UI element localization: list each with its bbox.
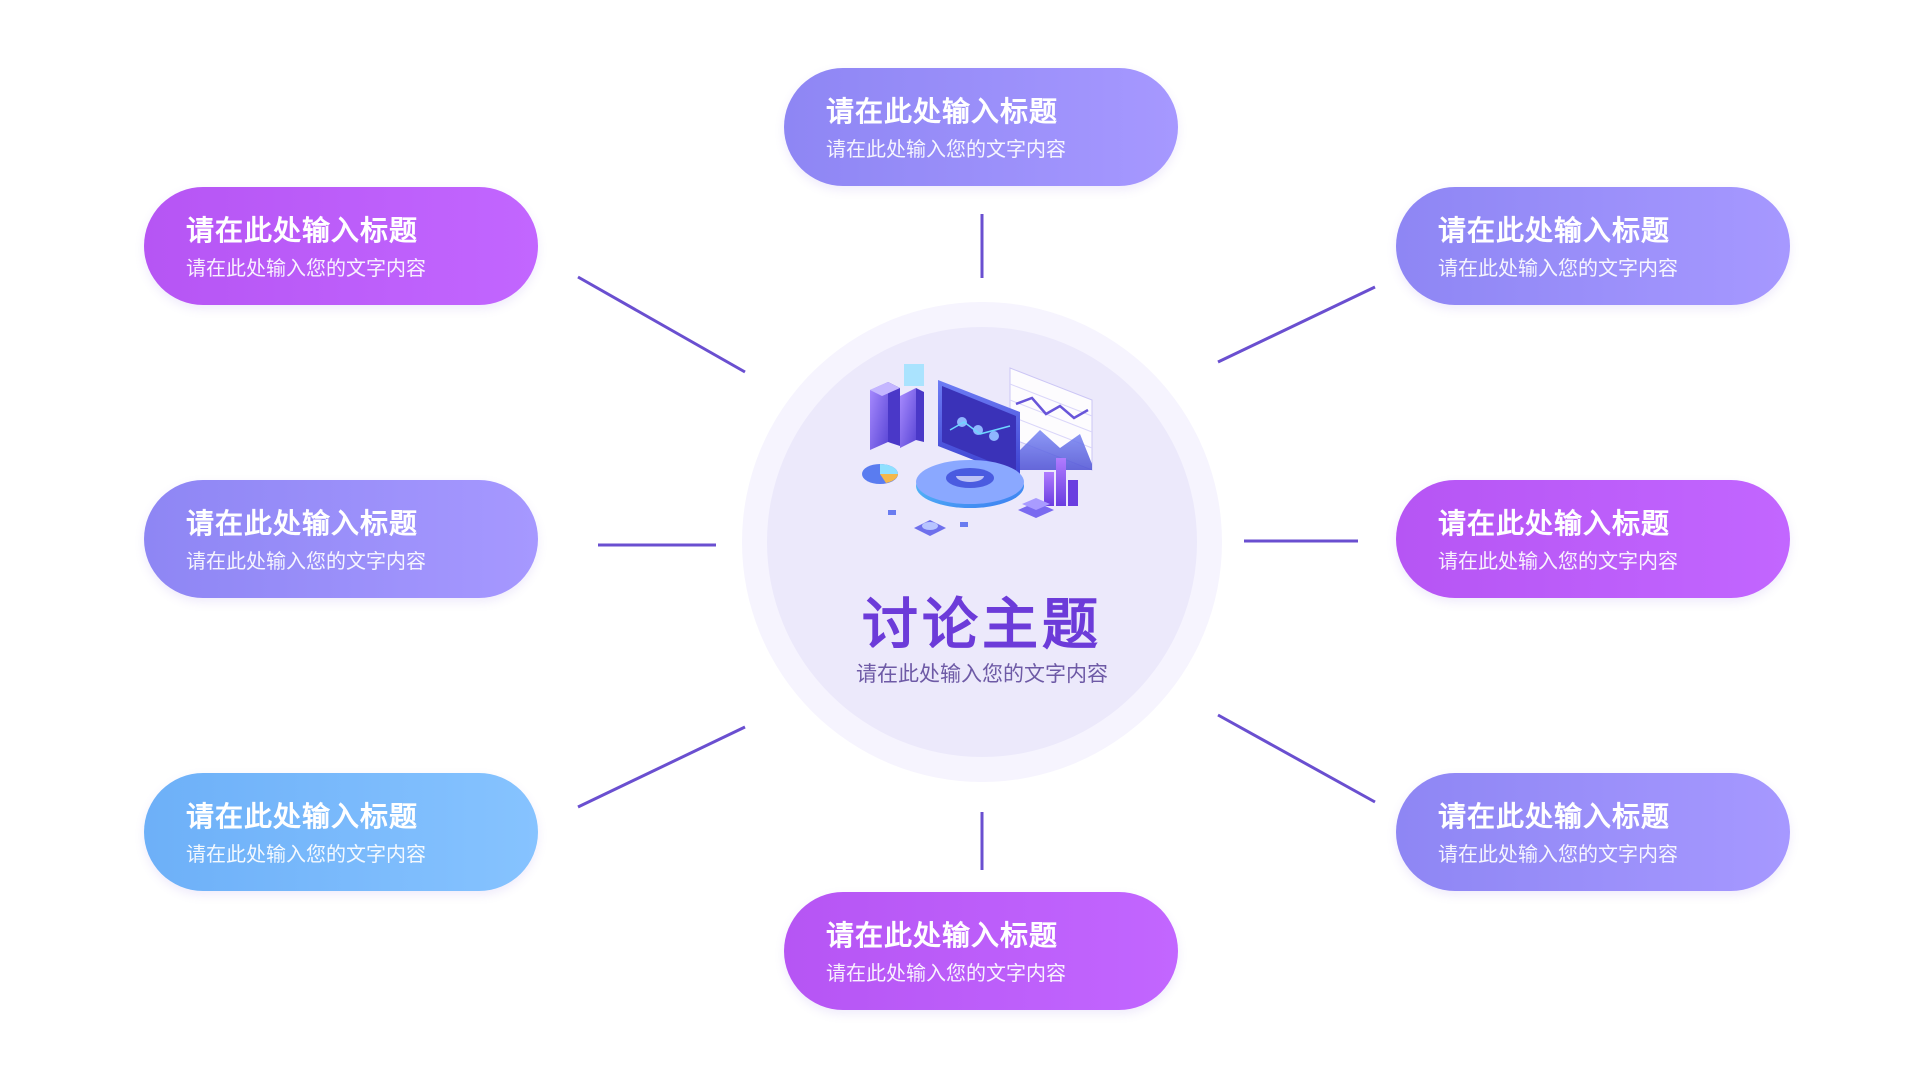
node-description: 请在此处输入您的文字内容	[826, 961, 1066, 985]
node-description: 请在此处输入您的文字内容	[1438, 842, 1678, 866]
node-description: 请在此处输入您的文字内容	[186, 549, 426, 573]
topic-node-right-3[interactable]: 请在此处输入标题 请在此处输入您的文字内容	[1396, 773, 1790, 891]
connector-left-3	[577, 725, 746, 809]
topic-node-left-1[interactable]: 请在此处输入标题 请在此处输入您的文字内容	[144, 187, 538, 305]
node-title: 请在此处输入标题	[1438, 800, 1671, 833]
node-title: 请在此处输入标题	[826, 95, 1059, 128]
server-towers	[870, 364, 924, 450]
center-topic-title: 讨论主题	[862, 593, 1102, 658]
node-description: 请在此处输入您的文字内容	[186, 256, 426, 280]
data-analytics-illustration-icon	[862, 364, 1093, 536]
node-title: 请在此处输入标题	[186, 507, 419, 540]
line-chart-panel	[1009, 367, 1093, 471]
node-title: 请在此处输入标题	[1438, 214, 1671, 247]
node-description: 请在此处输入您的文字内容	[1438, 549, 1678, 573]
monitor	[938, 380, 1020, 478]
connector-left-1	[577, 275, 746, 374]
node-description: 请在此处输入您的文字内容	[186, 842, 426, 866]
connector-right-1	[1217, 285, 1376, 364]
node-title: 请在此处输入标题	[1438, 507, 1671, 540]
topic-node-top[interactable]: 请在此处输入标题 请在此处输入您的文字内容	[784, 68, 1178, 186]
node-description: 请在此处输入您的文字内容	[826, 137, 1066, 161]
floor-tiles	[888, 510, 968, 536]
bar-cubes	[1018, 458, 1078, 518]
node-title: 请在此处输入标题	[186, 214, 419, 247]
pie-chart	[862, 464, 898, 484]
topic-node-left-2[interactable]: 请在此处输入标题 请在此处输入您的文字内容	[144, 480, 538, 598]
topic-node-right-2[interactable]: 请在此处输入标题 请在此处输入您的文字内容	[1396, 480, 1790, 598]
platform-disc	[916, 460, 1024, 508]
topic-node-bottom[interactable]: 请在此处输入标题 请在此处输入您的文字内容	[784, 892, 1178, 1010]
node-title: 请在此处输入标题	[186, 800, 419, 833]
connector-right-3	[1217, 713, 1376, 804]
center-topic-subtitle: 请在此处输入您的文字内容	[856, 662, 1108, 686]
topic-node-right-1[interactable]: 请在此处输入标题 请在此处输入您的文字内容	[1396, 187, 1790, 305]
node-description: 请在此处输入您的文字内容	[1438, 256, 1678, 280]
node-title: 请在此处输入标题	[826, 919, 1059, 952]
topic-node-left-3[interactable]: 请在此处输入标题 请在此处输入您的文字内容	[144, 773, 538, 891]
